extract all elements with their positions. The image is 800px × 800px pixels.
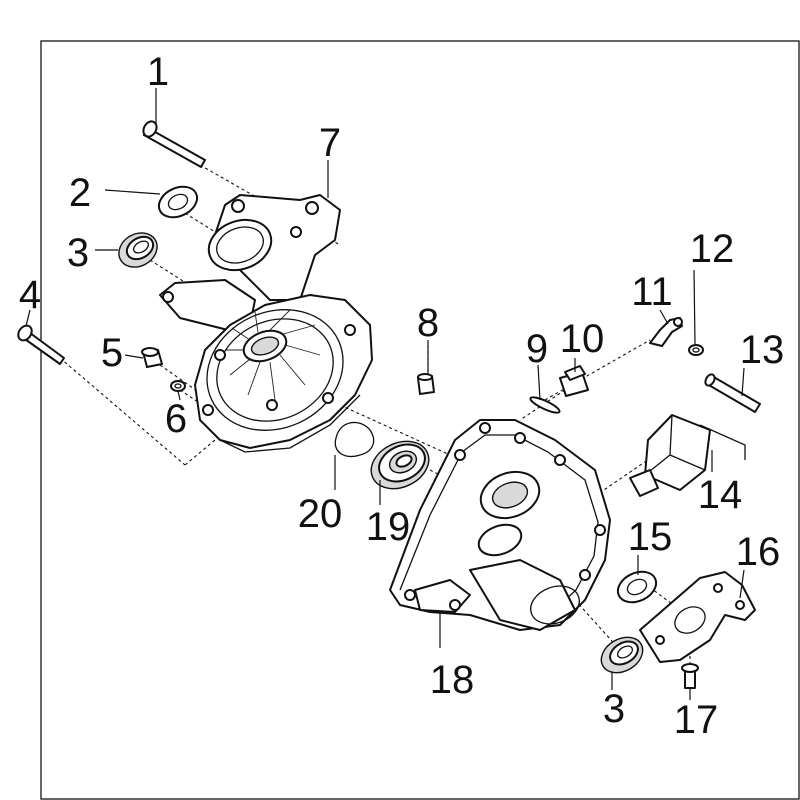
part-1-long-bolt [142, 120, 206, 168]
callout-17: 17 [674, 698, 719, 742]
callout-15: 15 [628, 515, 673, 559]
callout-16: 16 [736, 530, 781, 574]
callout-5: 5 [101, 331, 123, 375]
leader-lines [25, 88, 745, 700]
callout-9: 9 [526, 327, 548, 371]
callout-13: 13 [740, 328, 785, 372]
callout-4: 4 [19, 273, 41, 317]
callout-8: 8 [417, 301, 439, 345]
frame-border [40, 40, 800, 800]
part-19-bearing [370, 440, 430, 490]
callout-14: 14 [698, 473, 743, 517]
part-18-gear-case [389, 419, 611, 631]
callout-20: 20 [298, 492, 343, 536]
part-6-washer [170, 380, 186, 392]
callout-3-lower: 3 [603, 687, 625, 731]
callout-10: 10 [560, 317, 605, 361]
part-14-actuator [629, 414, 746, 497]
part-13-hose [704, 373, 761, 413]
callout-7: 7 [319, 121, 341, 165]
callout-12: 12 [690, 227, 735, 271]
callout-6: 6 [165, 397, 187, 441]
callout-1: 1 [147, 50, 169, 94]
part-17-bolt [681, 663, 699, 689]
callout-11: 11 [631, 270, 673, 314]
part-2-washer [157, 185, 199, 219]
callout-19: 19 [366, 505, 411, 549]
part-3-oil-seal-upper [118, 232, 158, 268]
part-9-o-ring [529, 396, 561, 414]
part-12-hose-clip [688, 344, 704, 356]
callout-labels: 1 2 3 4 5 6 7 8 9 10 11 12 13 14 15 3 16… [19, 50, 784, 742]
callout-3-upper: 3 [67, 231, 89, 275]
part-10-sensor-plug [559, 365, 589, 397]
part-8-dowel-pin [417, 373, 435, 395]
part-11-breather-fitting [649, 317, 683, 347]
part-16-bracket-plate [639, 571, 756, 663]
part-15-washer [616, 570, 658, 604]
part-20-snap-ring [334, 421, 375, 458]
part-3-oil-seal-lower [600, 636, 644, 674]
callout-2: 2 [69, 171, 91, 215]
callout-18: 18 [430, 658, 475, 702]
part-5-plug [141, 347, 163, 368]
part-7-housing-cover [159, 194, 373, 453]
part-4-bolt [17, 324, 65, 365]
